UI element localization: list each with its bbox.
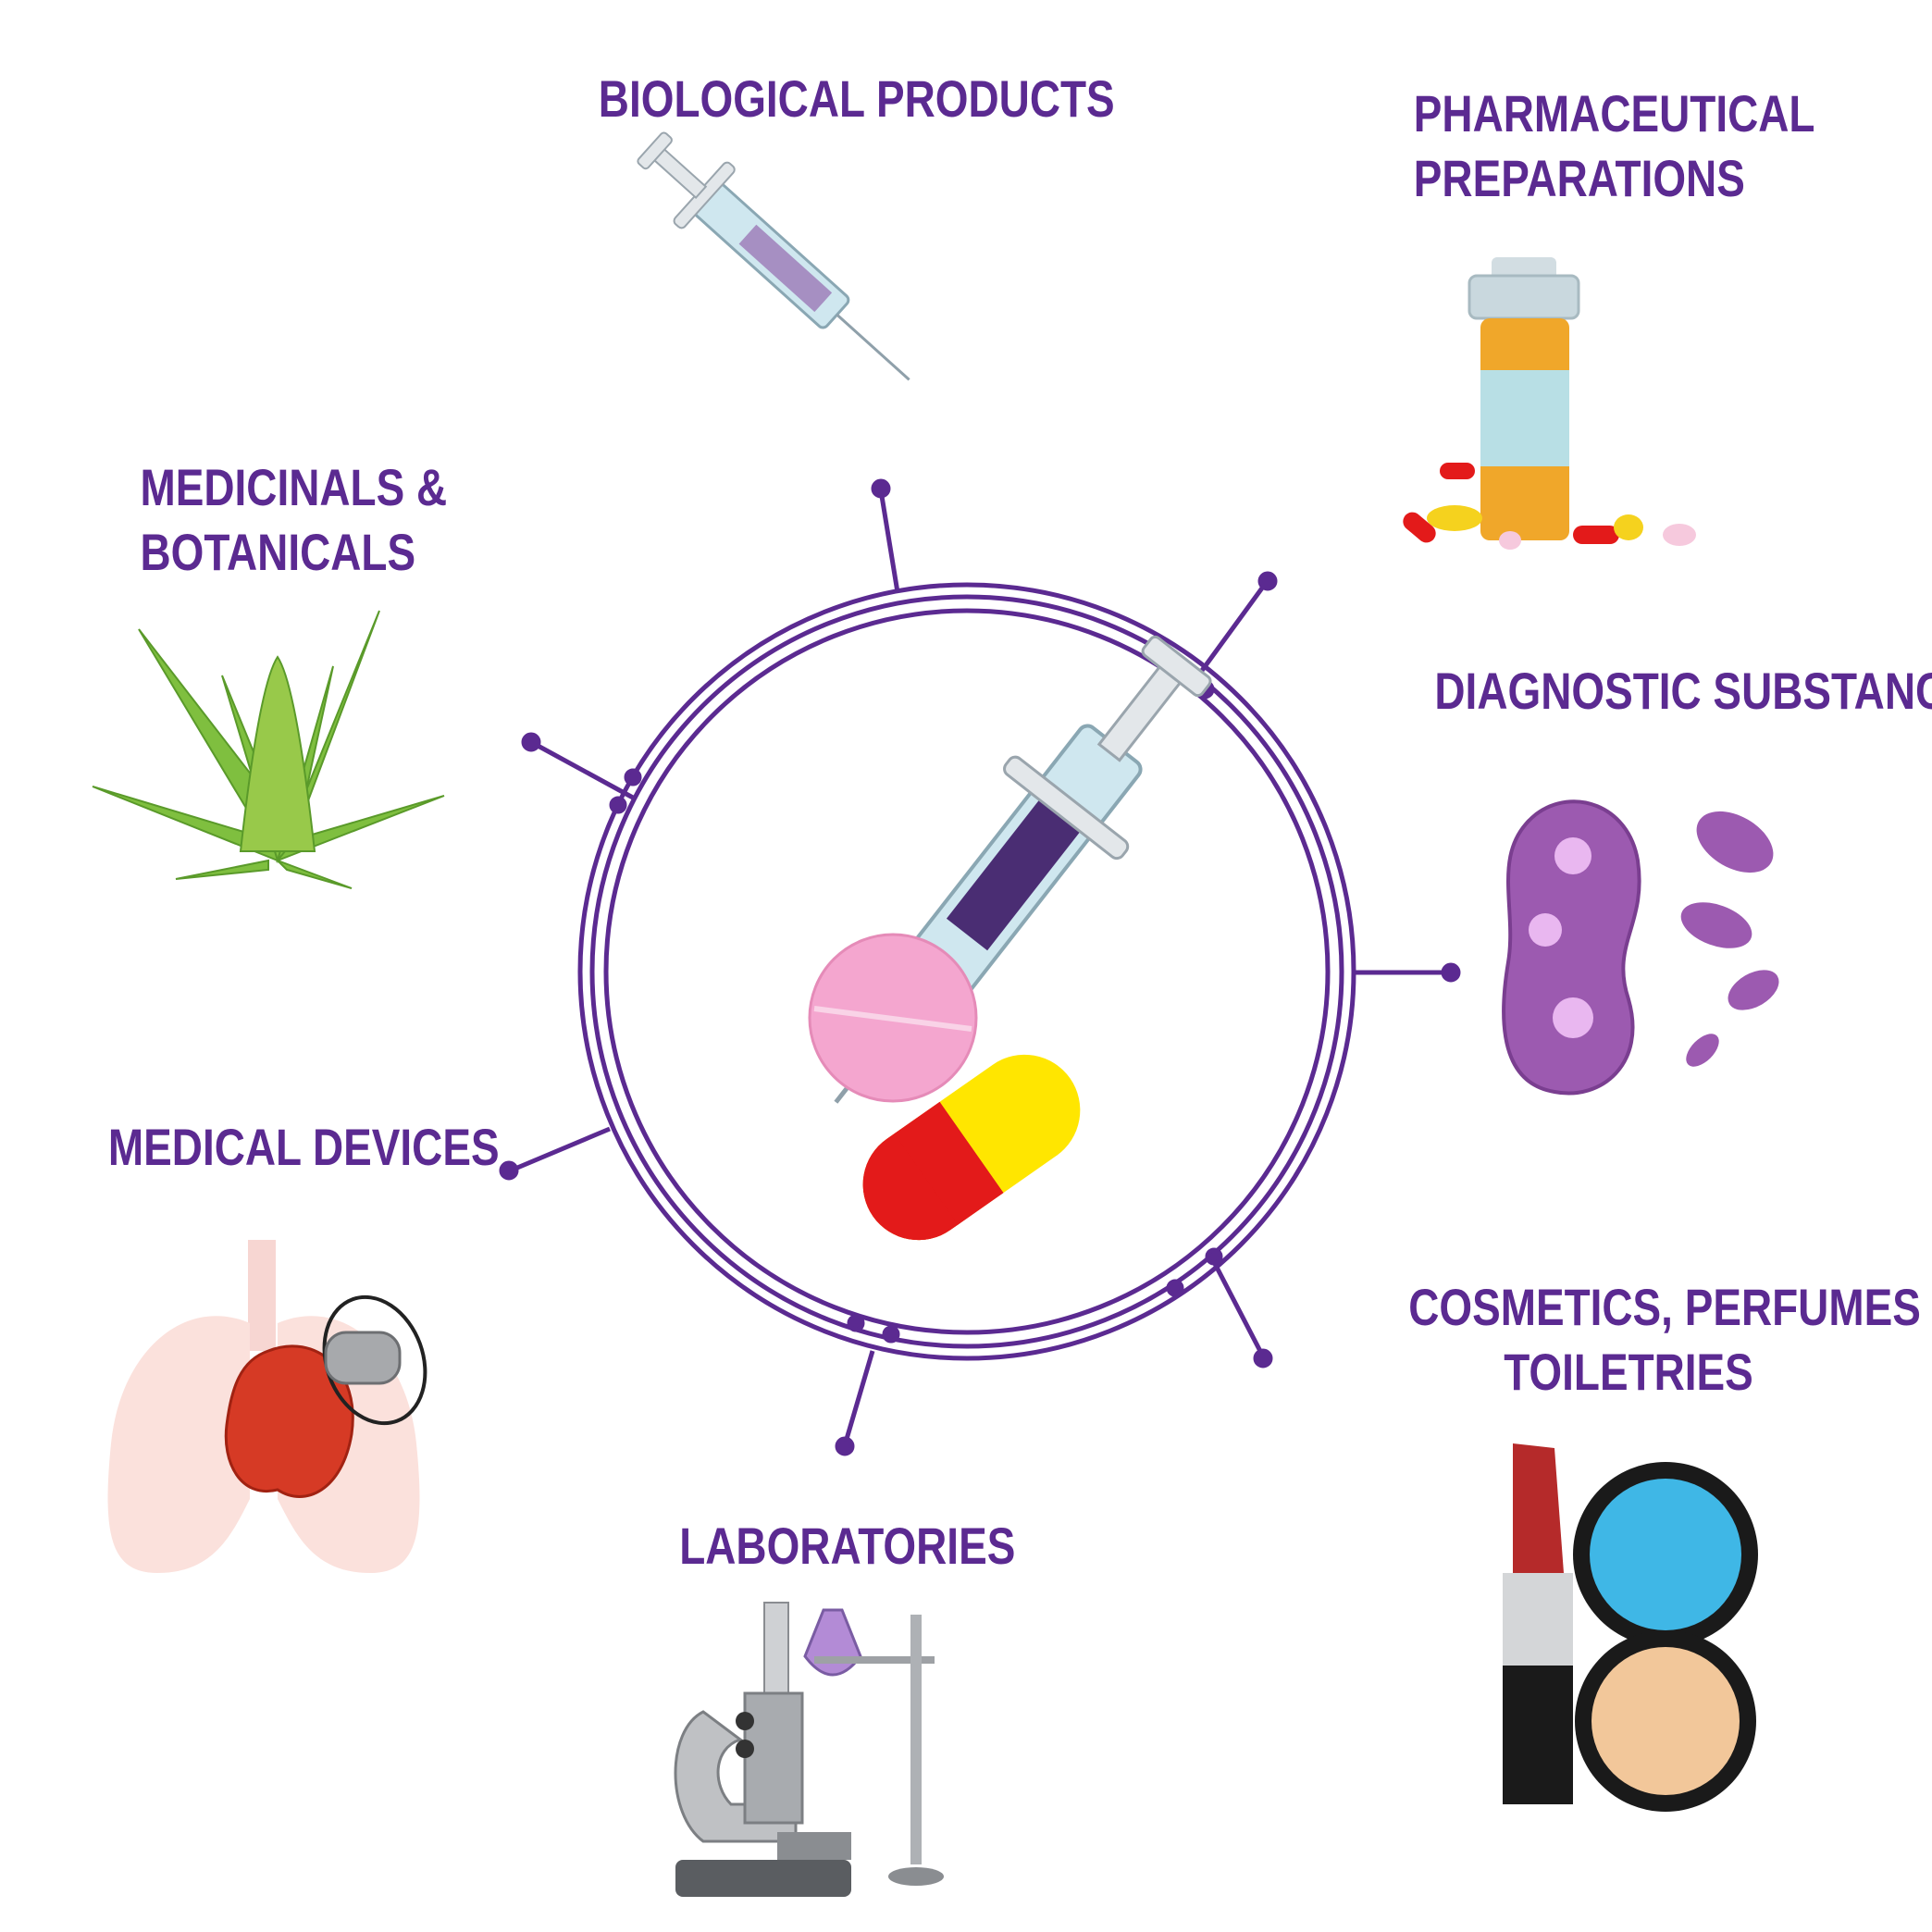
label-medical-devices: MEDICAL DEVICES xyxy=(107,1118,500,1176)
flask-stand-icon xyxy=(803,1608,944,1886)
center-pill-icon xyxy=(808,933,978,1103)
label-cosmetics-perfumes-toiletries: COSMETICS, PERFUMES & TOILETRIES xyxy=(1408,1278,1932,1401)
label-diagnostic-substances: DIAGNOSTIC SUBSTANCES xyxy=(1434,662,1932,720)
aloe-plant-icon xyxy=(92,610,445,889)
label-laboratories: LABORATORIES xyxy=(679,1517,1016,1575)
pill-bottle-icon xyxy=(1403,257,1696,550)
label-medicinals-botanicals: MEDICINALS & BOTANICALS xyxy=(140,458,448,581)
pacemaker-icon xyxy=(107,1240,427,1573)
inner-ring xyxy=(603,608,1331,1335)
microscope-icon xyxy=(674,1602,851,1897)
makeup-icon xyxy=(1503,1443,1758,1812)
center-capsule-icon xyxy=(862,1054,1081,1241)
middle-ring xyxy=(589,594,1344,1349)
bacteria-icon xyxy=(1502,799,1779,1096)
label-biological-products: BIOLOGICAL PRODUCTS xyxy=(598,69,1115,128)
biological-syringe-icon xyxy=(637,131,910,381)
label-pharmaceutical-preparations: PHARMACEUTICAL PREPARATIONS xyxy=(1413,84,1815,207)
center-syringe-icon xyxy=(834,635,1212,1104)
